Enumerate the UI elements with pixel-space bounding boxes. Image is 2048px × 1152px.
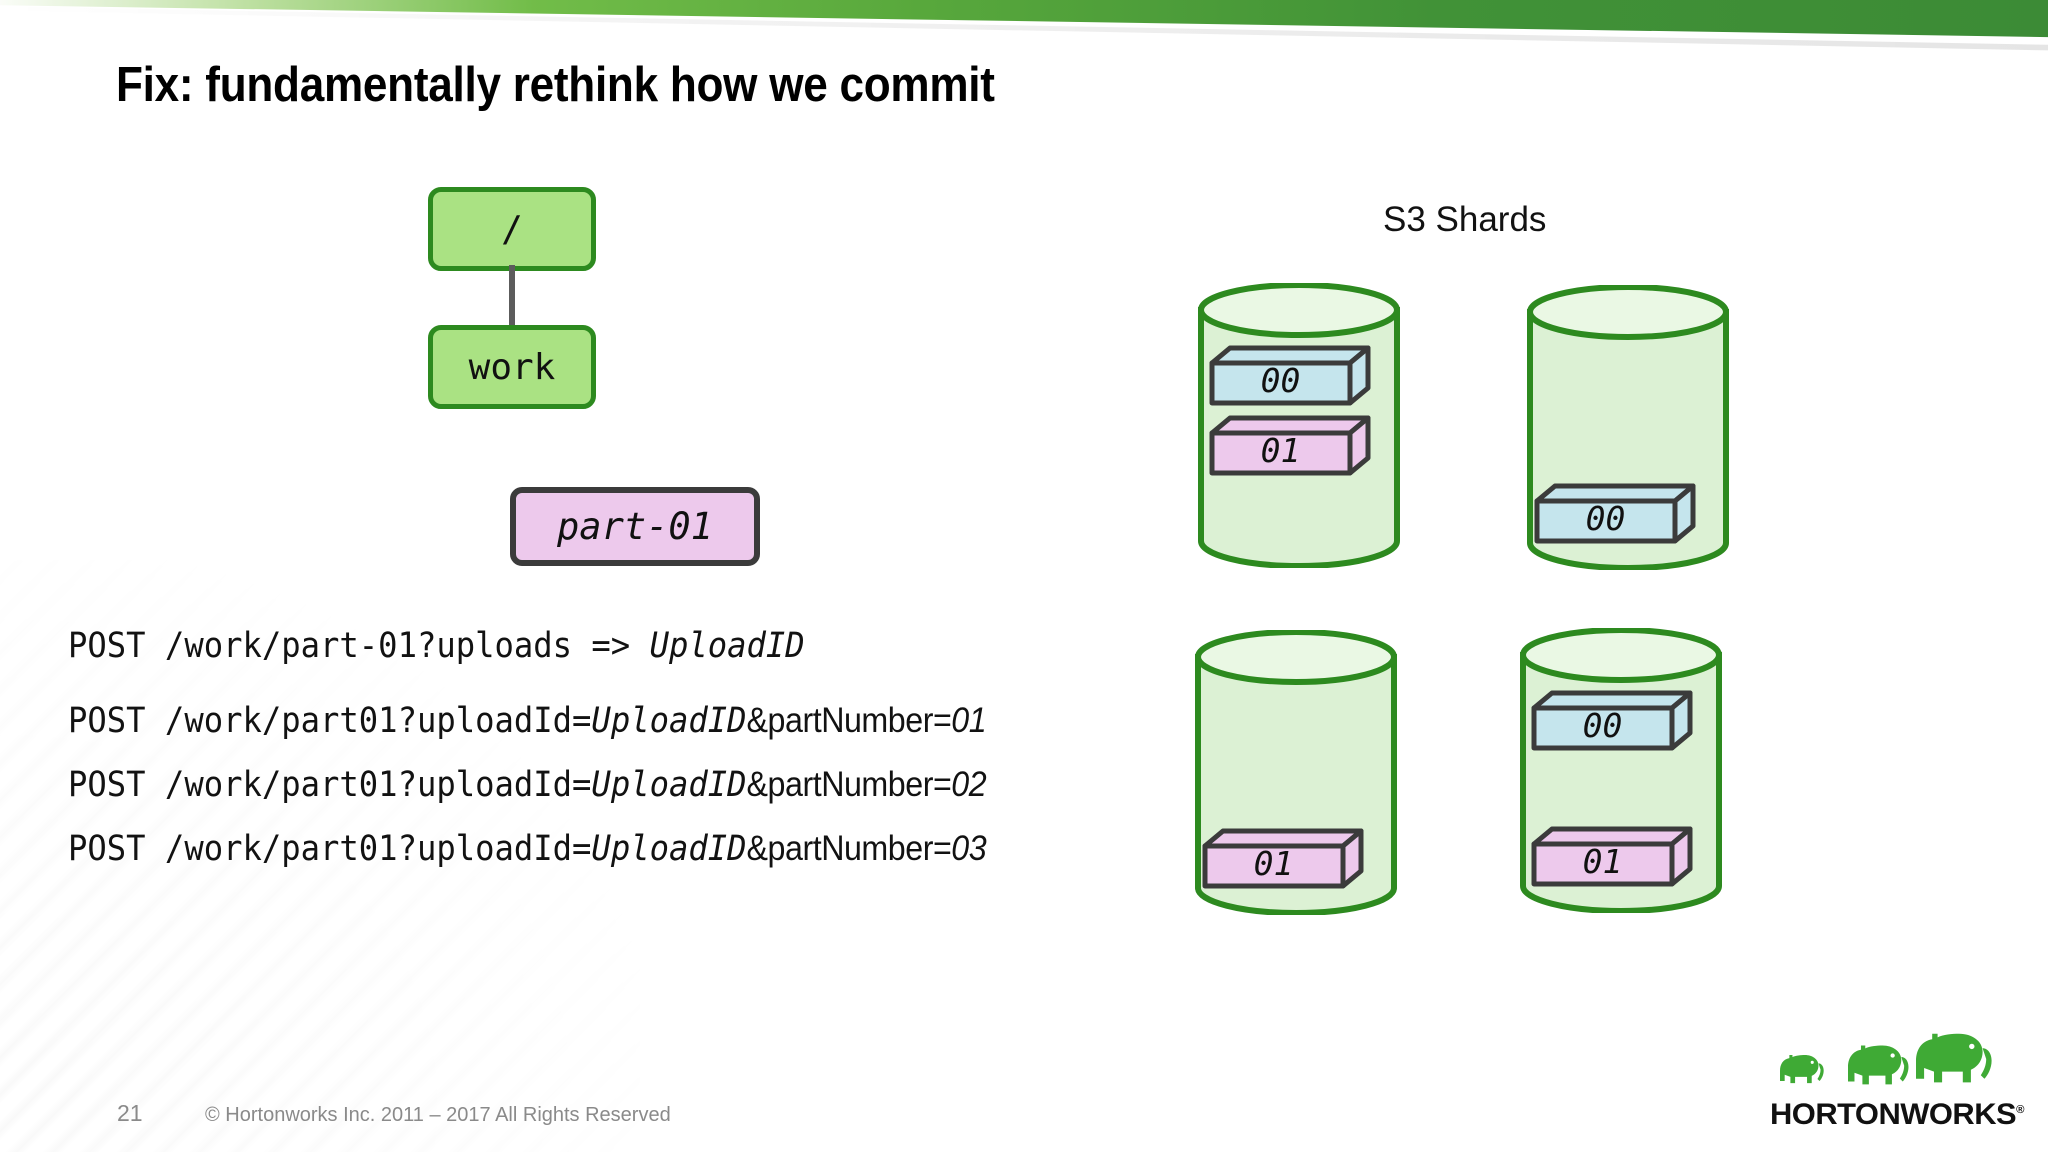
copyright-notice: © Hortonworks Inc. 2011 – 2017 All Right… bbox=[205, 1104, 671, 1126]
tree-node-root-label: / bbox=[501, 208, 523, 250]
data-block: 01 bbox=[1208, 415, 1372, 477]
tree-connector-line bbox=[509, 265, 515, 329]
shard-top-right: 00 bbox=[1525, 285, 1731, 570]
block-3d-shape bbox=[1209, 415, 1371, 476]
request-path: POST /work/part01?uploadId= bbox=[68, 701, 592, 741]
request-param: &partNumber= bbox=[746, 701, 952, 740]
logo-wordmark: HORTONWORKS® bbox=[1770, 1098, 2024, 1132]
request-part-number: 02 bbox=[951, 765, 987, 804]
block-3d-shape bbox=[1531, 690, 1693, 751]
tree-node-part: part-01 bbox=[510, 487, 760, 566]
data-block: 01 bbox=[1201, 828, 1365, 890]
top-green-banner bbox=[0, 0, 2048, 58]
block-3d-shape bbox=[1534, 483, 1696, 544]
http-request-line: POST /work/part-01?uploads => UploadID bbox=[68, 628, 986, 664]
data-block: 00 bbox=[1533, 483, 1697, 545]
request-upload-id: UploadID bbox=[591, 701, 747, 741]
block-3d-shape bbox=[1202, 828, 1364, 889]
request-param: &partNumber= bbox=[746, 765, 952, 804]
request-upload-id: UploadID bbox=[591, 829, 747, 869]
elephants-icon bbox=[1776, 1030, 1998, 1105]
http-request-line: POST /work/part01?uploadId=UploadID&part… bbox=[68, 701, 987, 741]
block-3d-shape bbox=[1209, 345, 1371, 406]
data-block: 00 bbox=[1208, 345, 1372, 407]
tree-node-work-label: work bbox=[468, 346, 556, 388]
tree-node-work: work bbox=[428, 325, 596, 409]
http-request-list: POST /work/part-01?uploads => UploadID P… bbox=[68, 628, 1066, 867]
logo-trademark: ® bbox=[2016, 1104, 2024, 1116]
hortonworks-logo: HORTONWORKS® bbox=[1770, 1030, 2024, 1138]
logo-wordmark-text: HORTONWORKS bbox=[1770, 1098, 2017, 1131]
request-part-number: 01 bbox=[951, 701, 987, 740]
request-upload-id: UploadID bbox=[649, 626, 805, 666]
request-path: POST /work/part-01?uploads => bbox=[68, 626, 650, 666]
shard-bottom-right: 00 01 bbox=[1518, 628, 1724, 913]
request-param: &partNumber= bbox=[746, 829, 952, 868]
request-path: POST /work/part01?uploadId= bbox=[68, 765, 592, 805]
s3-shards-heading: S3 Shards bbox=[1383, 200, 1547, 239]
page-number: 21 bbox=[117, 1100, 143, 1126]
tree-node-root: / bbox=[428, 187, 596, 271]
request-part-number: 03 bbox=[951, 829, 987, 868]
data-block: 00 bbox=[1530, 690, 1694, 752]
shard-bottom-left: 01 bbox=[1193, 630, 1399, 915]
slide-title: Fix: fundamentally rethink how we commit bbox=[116, 58, 995, 112]
request-path: POST /work/part01?uploadId= bbox=[68, 829, 592, 869]
http-request-line: POST /work/part01?uploadId=UploadID&part… bbox=[68, 765, 987, 805]
tree-node-part-label: part-01 bbox=[557, 505, 713, 548]
data-block: 01 bbox=[1530, 826, 1694, 888]
http-request-line: POST /work/part01?uploadId=UploadID&part… bbox=[68, 829, 987, 869]
block-3d-shape bbox=[1531, 826, 1693, 887]
request-upload-id: UploadID bbox=[591, 765, 747, 805]
